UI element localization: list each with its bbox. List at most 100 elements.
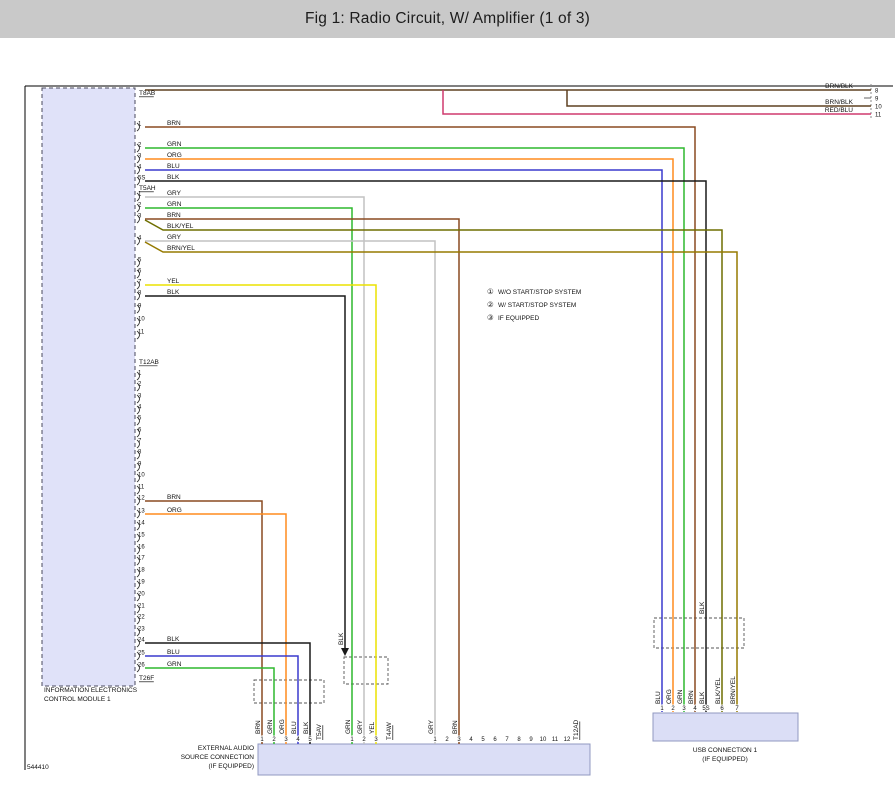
pin-number: 11 — [138, 330, 145, 336]
pin-number: 2 — [138, 203, 142, 209]
wire-brn — [145, 500, 263, 744]
pin-number: 18 — [138, 568, 145, 574]
pin-number: 6 — [720, 706, 724, 712]
wire-grn — [145, 667, 275, 744]
right-pin-number: 9 — [875, 97, 879, 103]
pin-number: 4 — [138, 405, 142, 411]
pin-hook — [136, 615, 140, 625]
wire-brn-blk — [566, 90, 871, 107]
inline-connector-box — [343, 656, 389, 685]
wire-color-label: BLU — [167, 649, 180, 656]
pin-number: 3 — [138, 154, 142, 160]
wire-brn — [145, 218, 460, 744]
connector-box-caption: (IF EQUIPPED) — [208, 763, 254, 770]
pin-number: 9 — [138, 304, 142, 310]
pin-hook — [136, 627, 140, 637]
pin-hook — [136, 509, 140, 519]
wire-color-label: GRN — [167, 141, 182, 148]
pin-number: 14 — [138, 521, 145, 527]
connector-label: T12AD — [573, 719, 580, 740]
pin-number: 4 — [693, 706, 697, 712]
right-wire-label: BRN/BLK — [825, 99, 853, 106]
pin-hook — [136, 176, 140, 186]
wire-color-label: YEL — [167, 278, 180, 285]
wire-color-label: BLK — [167, 289, 180, 296]
pin-hook — [136, 214, 140, 224]
pin-number: 1 — [138, 371, 142, 377]
legend-symbol: ② — [487, 300, 494, 309]
wire-color-label: ORG — [167, 507, 182, 514]
pin-hook — [136, 580, 140, 590]
wire-color-label: BLK — [303, 721, 310, 734]
wire-blu — [145, 655, 299, 744]
wire-color-label: GRY — [357, 719, 364, 734]
pin-number: 8 — [138, 291, 142, 297]
legend-text: W/O START/STOP SYSTEM — [498, 289, 581, 296]
pin-number: 11 — [552, 737, 559, 743]
wire-blu — [145, 169, 663, 712]
wire-blk — [145, 642, 311, 744]
right-pin-number: 10 — [875, 105, 882, 111]
wire-color-label: BLK/YEL — [715, 677, 722, 704]
figure-title: Fig 1: Radio Circuit, W/ Amplifier (1 of… — [304, 10, 591, 27]
pin-number: 23 — [138, 627, 145, 633]
pin-number: 5 — [308, 737, 312, 743]
pin-hook — [136, 122, 140, 132]
wire-color-label: BLU — [291, 721, 298, 734]
pin-hook — [136, 416, 140, 426]
pin-hook — [136, 545, 140, 555]
wire-color-label: BLK/YEL — [167, 223, 194, 230]
connector-box-caption: (IF EQUIPPED) — [702, 756, 748, 763]
pin-hook — [136, 143, 140, 153]
pin-number: 4 — [138, 236, 142, 242]
wire-blk-yel — [144, 219, 723, 712]
wire-color-label: BRN/YEL — [167, 245, 195, 252]
pin-number: 21 — [138, 604, 145, 610]
pin-number: 20 — [138, 592, 145, 598]
pin-number: 1 — [350, 737, 354, 743]
pin-number: 2 — [138, 143, 142, 149]
connector-label: T12AB — [139, 359, 159, 366]
pin-hook — [136, 556, 140, 566]
wire-color-label: BLK — [699, 691, 706, 704]
wire-color-label: GRN — [267, 719, 274, 734]
pin-number: 8 — [517, 737, 521, 743]
pin-hook — [136, 280, 140, 290]
pin-number: 5S — [702, 706, 709, 712]
pin-number: 2 — [445, 737, 449, 743]
wire-brn-yel — [144, 241, 738, 712]
right-pin-number: 11 — [875, 113, 882, 119]
pin-hook — [136, 192, 140, 202]
pin-number: 1 — [433, 737, 437, 743]
legend-text: IF EQUIPPED — [498, 315, 539, 322]
pin-number: 12 — [138, 496, 145, 502]
pin-number: 7 — [138, 439, 142, 445]
pin-hook — [136, 496, 140, 506]
pin-number: 10 — [540, 737, 547, 743]
wire-blk — [145, 180, 707, 712]
pin-number: 13 — [138, 509, 145, 515]
wire-color-label: GRN — [677, 689, 684, 704]
right-wire-label: RED/BLU — [825, 107, 853, 114]
legend-text: W/ START/STOP SYSTEM — [498, 302, 576, 309]
wire-arrow — [341, 648, 349, 656]
wire-color-label: ORG — [167, 152, 182, 159]
pin-hook — [136, 317, 140, 327]
pin-number: 6 — [493, 737, 497, 743]
pin-hook — [136, 154, 140, 164]
wire-color-label: BLK — [338, 632, 345, 645]
legend-symbol: ③ — [487, 313, 494, 322]
pin-hook — [136, 405, 140, 415]
wire-grn — [145, 207, 353, 744]
pin-number: 4 — [138, 165, 142, 171]
wire-color-label: GRN — [167, 201, 182, 208]
wire-color-label: ORG — [279, 719, 286, 734]
pin-number: 7 — [505, 737, 509, 743]
wire-grn — [145, 147, 685, 712]
wire-blk — [145, 295, 346, 649]
pin-number: 5S — [138, 176, 145, 182]
pin-number: 24 — [138, 638, 145, 644]
wire-color-label: BLU — [167, 163, 180, 170]
wire-org — [145, 158, 674, 712]
